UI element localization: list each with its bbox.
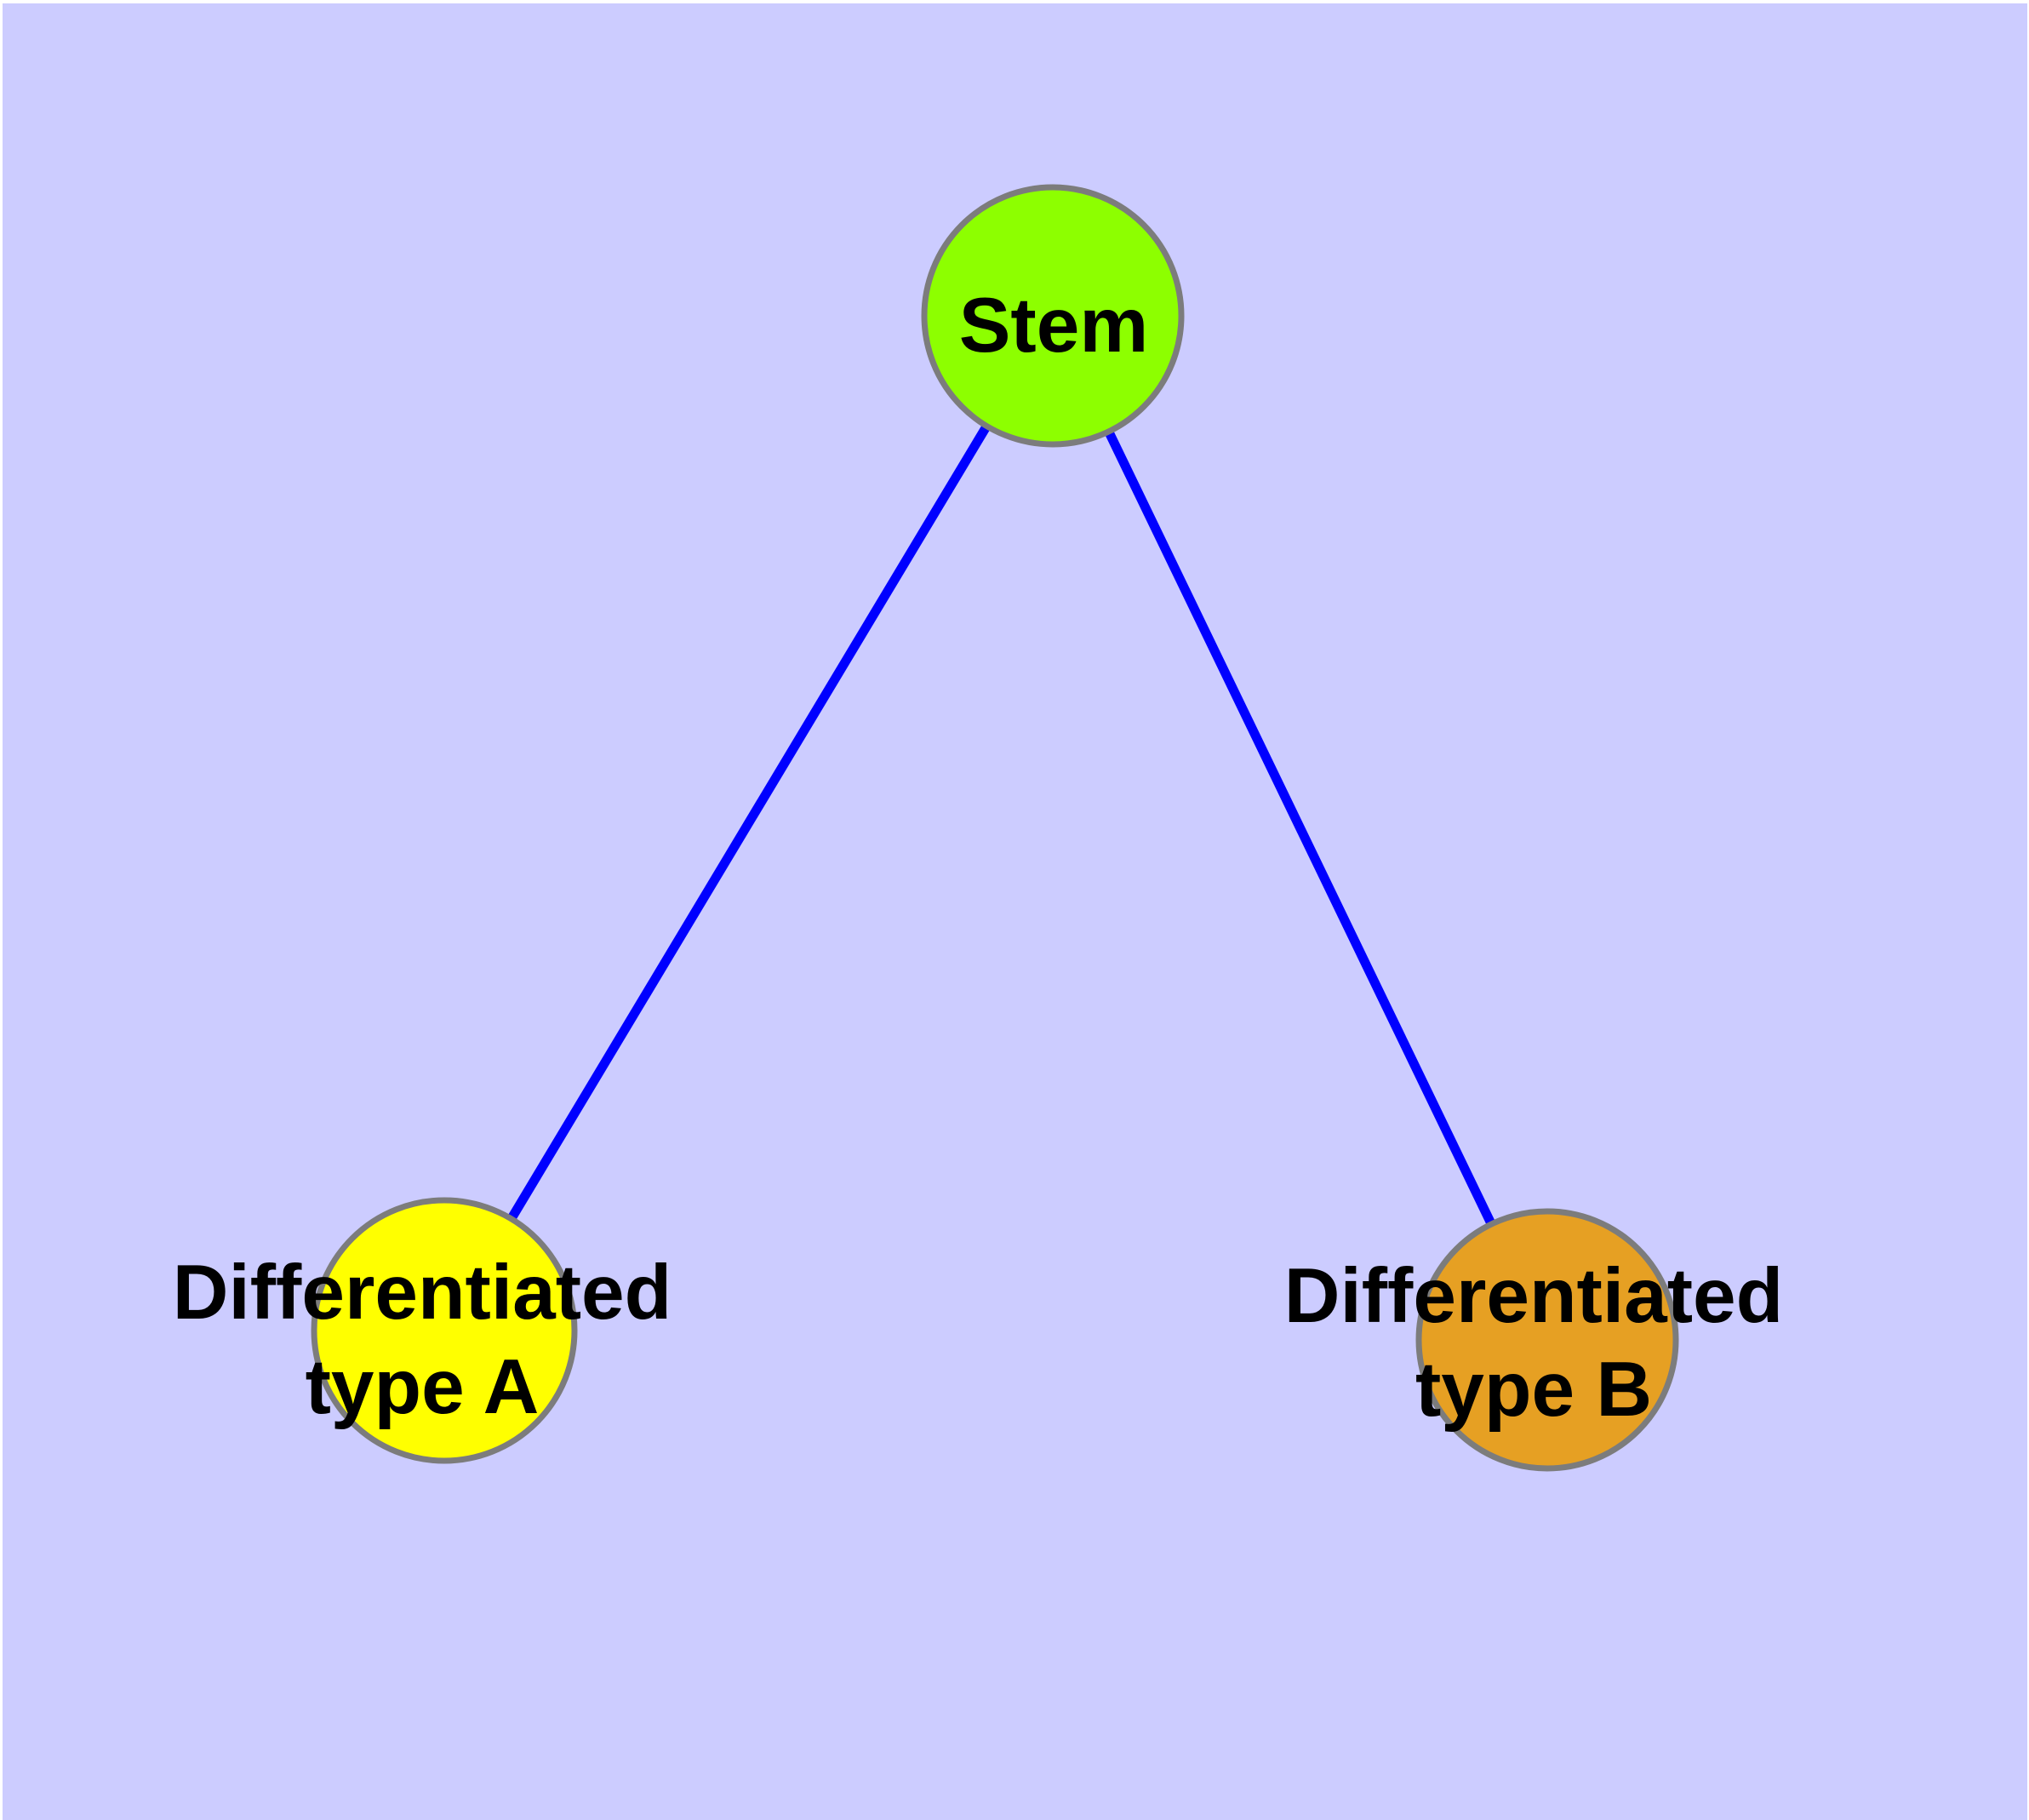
node-differentiated-type-a: Differentiated type A: [173, 1197, 672, 1464]
type-b-node-label-line2: type B: [1415, 1347, 1652, 1433]
type-b-node-label-line1: Differentiated: [1284, 1253, 1784, 1339]
edge-stem-to-type-b: [1049, 313, 1552, 1342]
type-a-node-label-line2: type A: [306, 1344, 540, 1430]
node-differentiated-type-b: Differentiated type B: [1284, 1208, 1784, 1472]
stem-node-label: Stem: [959, 283, 1149, 369]
type-b-node-circle: [1415, 1208, 1679, 1472]
type-a-node-label-line1: Differentiated: [173, 1250, 672, 1336]
node-stem: Stem: [921, 184, 1185, 448]
edge-stem-to-type-a: [440, 313, 1057, 1333]
stem-node-circle: [921, 184, 1185, 448]
type-a-node-circle: [311, 1197, 578, 1464]
